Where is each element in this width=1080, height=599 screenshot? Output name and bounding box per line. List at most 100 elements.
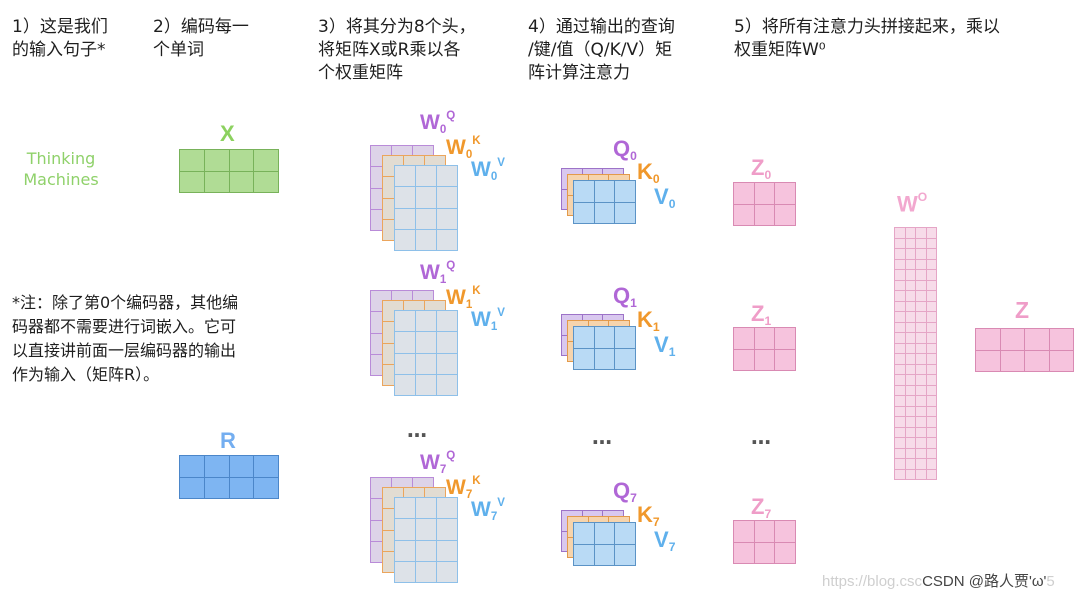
q7-label: Q7 xyxy=(613,478,637,505)
matrix-cell xyxy=(905,238,916,249)
matrix-cell xyxy=(916,228,927,239)
watermark-tail: 5 xyxy=(1046,573,1055,590)
matrix-cell xyxy=(916,375,927,386)
matrix-cell xyxy=(916,322,927,333)
z1-matrix xyxy=(733,327,796,371)
matrix-cell xyxy=(615,202,636,224)
q1-letter: Q xyxy=(613,283,631,308)
matrix-cell xyxy=(574,523,595,545)
matrix-cell xyxy=(1049,350,1074,372)
w7q-letter: W xyxy=(420,450,440,474)
matrix-cell xyxy=(905,448,916,459)
matrix-cell xyxy=(905,469,916,480)
matrix-cell xyxy=(895,406,906,417)
matrix-cell xyxy=(905,364,916,375)
matrix-cell xyxy=(416,187,437,209)
matrix-cell xyxy=(926,385,937,396)
matrix-cell xyxy=(926,301,937,312)
matrix-cell xyxy=(416,353,437,375)
matrix-cell xyxy=(437,498,458,520)
matrix-cell xyxy=(916,417,927,428)
w7v-matrix xyxy=(394,497,458,583)
matrix-cell xyxy=(916,312,927,323)
matrix-cell xyxy=(254,477,279,499)
v0-letter: V xyxy=(654,184,669,209)
matrix-cell xyxy=(926,448,937,459)
matrix-cell xyxy=(905,322,916,333)
matrix-cell xyxy=(775,204,796,226)
matrix-cell xyxy=(437,187,458,209)
z0-label: Z0 xyxy=(751,155,771,182)
w7k-label: W7K xyxy=(446,475,481,501)
w0v-label: W0V xyxy=(471,157,505,183)
matrix-cell xyxy=(926,406,937,417)
matrix-cell xyxy=(734,542,755,564)
matrix-cell xyxy=(395,208,416,230)
matrix-cell xyxy=(916,469,927,480)
input-word-2: Machines xyxy=(23,170,99,189)
matrix-cell xyxy=(895,448,906,459)
v7-matrix xyxy=(573,522,636,566)
matrix-cell xyxy=(905,249,916,260)
w7q-label: W7Q xyxy=(420,450,455,476)
header-step-4-line-3: 阵计算注意力 xyxy=(528,63,630,83)
matrix-cell xyxy=(905,343,916,354)
matrix-cell xyxy=(734,328,755,350)
matrix-cell xyxy=(905,438,916,449)
matrix-cell xyxy=(905,333,916,344)
matrix-cell xyxy=(916,333,927,344)
header-step-4-line-2: /键/值（Q/K/V）矩 xyxy=(528,40,673,60)
watermark-faded: https://blog.csc xyxy=(822,573,923,590)
matrix-cell xyxy=(895,228,906,239)
matrix-cell xyxy=(734,349,755,371)
matrix-cell xyxy=(574,348,595,370)
matrix-cell xyxy=(437,519,458,541)
matrix-cell xyxy=(1000,350,1025,372)
matrix-cell xyxy=(437,166,458,188)
matrix-cell xyxy=(574,202,595,224)
matrix-cell xyxy=(204,171,230,193)
w1q-sup: Q xyxy=(446,260,456,272)
matrix-cell xyxy=(416,332,437,354)
matrix-cell xyxy=(437,229,458,251)
matrix-cell xyxy=(916,459,927,470)
k1-index: 1 xyxy=(652,320,660,335)
matrix-cell xyxy=(734,183,755,205)
matrix-cell xyxy=(905,417,916,428)
matrix-cell xyxy=(895,343,906,354)
matrix-cell xyxy=(926,459,937,470)
matrix-cell xyxy=(229,456,255,478)
matrix-cell xyxy=(437,208,458,230)
v7-label: V7 xyxy=(654,527,675,554)
matrix-cell xyxy=(895,459,906,470)
z-output-label: Z xyxy=(1015,297,1030,323)
matrix-cell xyxy=(229,150,255,172)
w0v-index: 0 xyxy=(490,170,498,183)
matrix-cell xyxy=(926,333,937,344)
matrix-cell xyxy=(416,519,437,541)
matrix-cell xyxy=(416,561,437,583)
matrix-cell xyxy=(615,544,636,566)
matrix-cell xyxy=(895,438,906,449)
matrix-cell xyxy=(775,183,796,205)
header-step-5-line-1: 5）将所有注意力头拼接起来，乘以 xyxy=(734,17,1000,37)
matrix-cell xyxy=(416,208,437,230)
matrix-cell xyxy=(395,561,416,583)
v1-letter: V xyxy=(654,332,669,357)
matrix-cell xyxy=(615,327,636,349)
x-matrix xyxy=(179,149,279,193)
z7-index: 7 xyxy=(764,507,772,522)
matrix-cell xyxy=(1000,329,1025,351)
matrix-cell xyxy=(895,238,906,249)
matrix-cell xyxy=(395,353,416,375)
matrix-cell xyxy=(775,521,796,543)
matrix-cell xyxy=(574,181,595,203)
matrix-cell xyxy=(180,477,205,499)
matrix-cell xyxy=(229,477,255,499)
matrix-cell xyxy=(905,354,916,365)
matrix-cell xyxy=(895,259,906,270)
matrix-cell xyxy=(926,364,937,375)
w0v-matrix xyxy=(394,165,458,251)
z1-index: 1 xyxy=(764,314,772,329)
q7-letter: Q xyxy=(613,478,631,503)
